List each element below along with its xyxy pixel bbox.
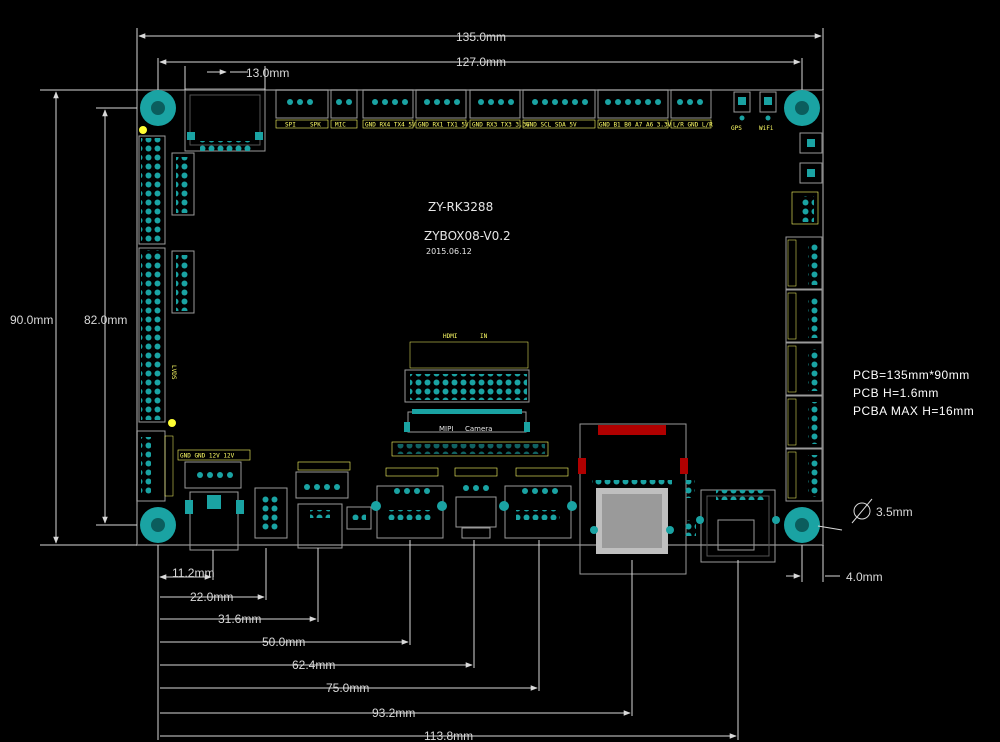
diameter-symbol-icon (851, 498, 873, 524)
board-date: 2015.06.12 (426, 247, 472, 256)
dim-lan-offset: 13.0mm (246, 66, 289, 80)
mounting-hole-bl (140, 419, 176, 543)
left-headers: LVDS (136, 135, 195, 502)
dimension-lines (40, 28, 843, 740)
label-wifi: WiFi (759, 125, 774, 132)
pcb-outline (136, 89, 824, 546)
right-switches (791, 132, 823, 225)
dim-width-holes: 127.0mm (456, 55, 506, 69)
board-version: ZYBOX08-V0.2 (424, 229, 511, 243)
label-spi: SPI (285, 122, 296, 129)
dim-bottom-0: 11.2mm (172, 566, 214, 580)
label-spk: SPK (310, 122, 321, 129)
dim-height-holes: 82.0mm (84, 313, 127, 327)
usb-connector-2 (499, 467, 577, 539)
mounting-hole-tr (784, 90, 820, 126)
label-i2c: GND SCL SDA 5V (526, 122, 577, 129)
dim-bottom-4: 62.4mm (292, 658, 335, 672)
dim-right-margin: 4.0mm (846, 570, 883, 584)
label-lvds: LVDS (170, 365, 177, 380)
label-gps: GPS (731, 125, 742, 132)
top-connector-pins (287, 99, 703, 105)
label-hdmi: HDMI (443, 333, 458, 340)
label-camera: Camera (465, 425, 492, 433)
mounting-hole-tl (139, 90, 176, 134)
lower-small-connectors (254, 461, 372, 549)
sd-card-slot (578, 423, 696, 575)
label-mipi: MIPI (439, 425, 453, 433)
dim-height-total: 90.0mm (10, 313, 53, 327)
lan-connector-top (184, 88, 266, 152)
label-power: GND GND 12V 12V (180, 453, 235, 460)
power-input: GND GND 12V 12V (177, 449, 251, 551)
board-model: ZY-RK3288 (428, 200, 493, 214)
label-mic: MIC (335, 122, 346, 129)
dim-bottom-2: 31.6mm (218, 612, 261, 626)
usb-connector-1 (371, 467, 447, 539)
ir-connector (454, 467, 498, 539)
dim-bottom-1: 22.0mm (190, 590, 233, 604)
dim-hole-diameter: 3.5mm (876, 505, 913, 519)
hdmi-in-header: HDMI IN (404, 333, 530, 403)
label-uart1: GND RX1 TX1 5V (418, 122, 469, 129)
right-connectors (785, 236, 823, 502)
mounting-hole-br (784, 507, 820, 543)
label-gpio: GND B1 B0 A7 A6 3.3V (599, 122, 672, 129)
dim-bottom-7: 113.8mm (424, 729, 473, 742)
mipi-camera-connector: MIPI Camera (391, 409, 549, 457)
top-connectors (275, 89, 712, 119)
label-audio: L/R GND L/R (673, 122, 713, 129)
dim-width-total: 135.0mm (456, 30, 506, 44)
spec-pcb-size: PCB=135mm*90mm (853, 368, 970, 382)
dim-bottom-6: 93.2mm (372, 706, 415, 720)
label-uart3: GND RX3 TX3 3.3V (472, 122, 530, 129)
label-in: IN (480, 333, 488, 340)
spec-pcb-height: PCB H=1.6mm (853, 386, 939, 400)
dim-bottom-5: 75.0mm (326, 681, 369, 695)
label-uart4: GND RX4 TX4 5V (365, 122, 416, 129)
top-connector-labels: SPI SPK MIC GND RX4 TX4 5V GND RX1 TX1 5… (275, 119, 713, 129)
antenna-connectors: GPS WiFi (731, 91, 777, 132)
spec-pcba-height: PCBA MAX H=16mm (853, 404, 974, 418)
dim-bottom-3: 50.0mm (262, 635, 305, 649)
